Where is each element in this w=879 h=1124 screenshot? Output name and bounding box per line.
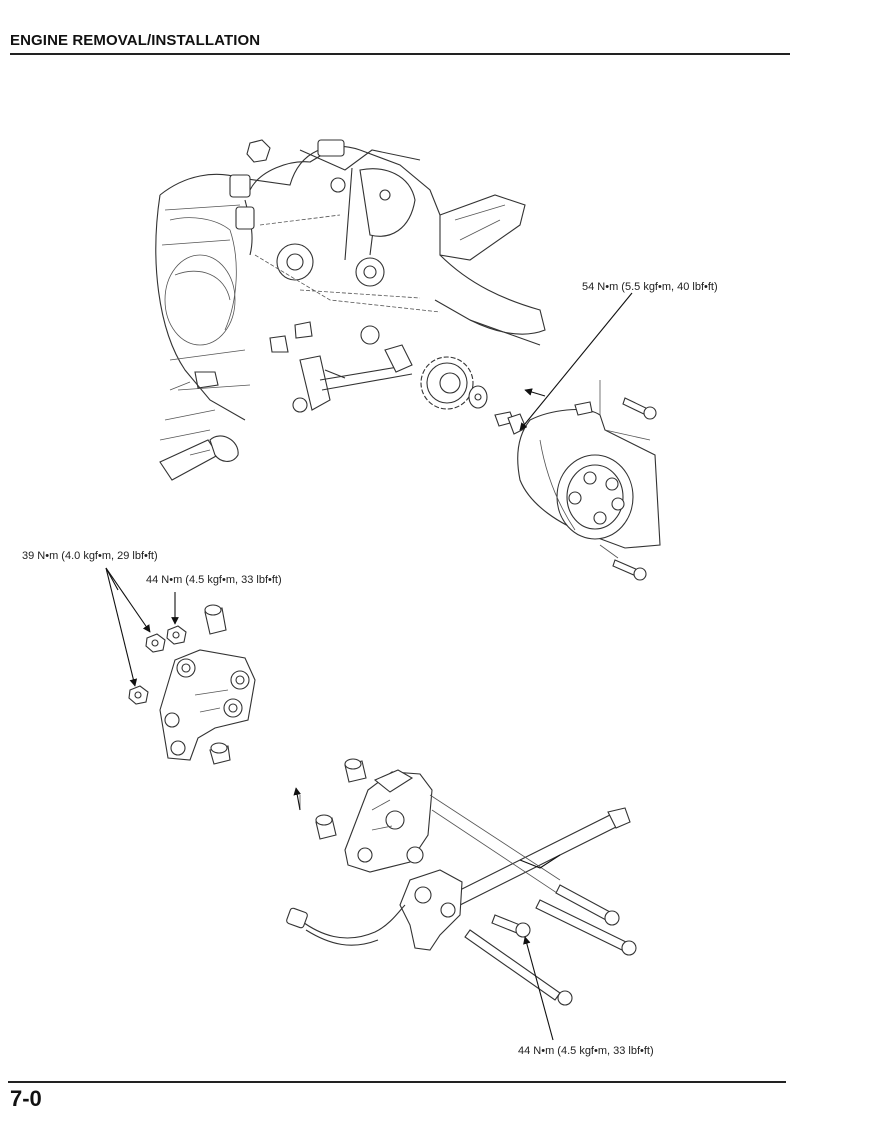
frame-engine-assembly [155, 139, 546, 481]
drive-sprocket [420, 356, 527, 435]
footer-rule [8, 1081, 786, 1083]
callout-arrow [519, 292, 633, 431]
page-title: ENGINE REMOVAL/INSTALLATION [10, 32, 261, 49]
front-engine-hanger [128, 604, 256, 765]
torque-callout-rear-hanger-bolts: 44 N•m (4.5 kgf•m, 33 lbf•ft) [518, 1045, 654, 1057]
sprocket-cover [517, 380, 661, 581]
header-rule [10, 53, 790, 55]
torque-callout-hanger-nuts: 39 N•m (4.0 kgf•m, 29 lbf•ft) [22, 550, 158, 562]
rear-engine-hanger [286, 758, 637, 1006]
torque-callout-hanger-nut-upper: 44 N•m (4.5 kgf•m, 33 lbf•ft) [146, 574, 282, 586]
page-header: ENGINE REMOVAL/INSTALLATION [10, 32, 790, 55]
torque-callout-drive-sprocket-bolt: 54 N•m (5.5 kgf•m, 40 lbf•ft) [582, 281, 718, 293]
page-number: 7-0 [10, 1086, 42, 1111]
